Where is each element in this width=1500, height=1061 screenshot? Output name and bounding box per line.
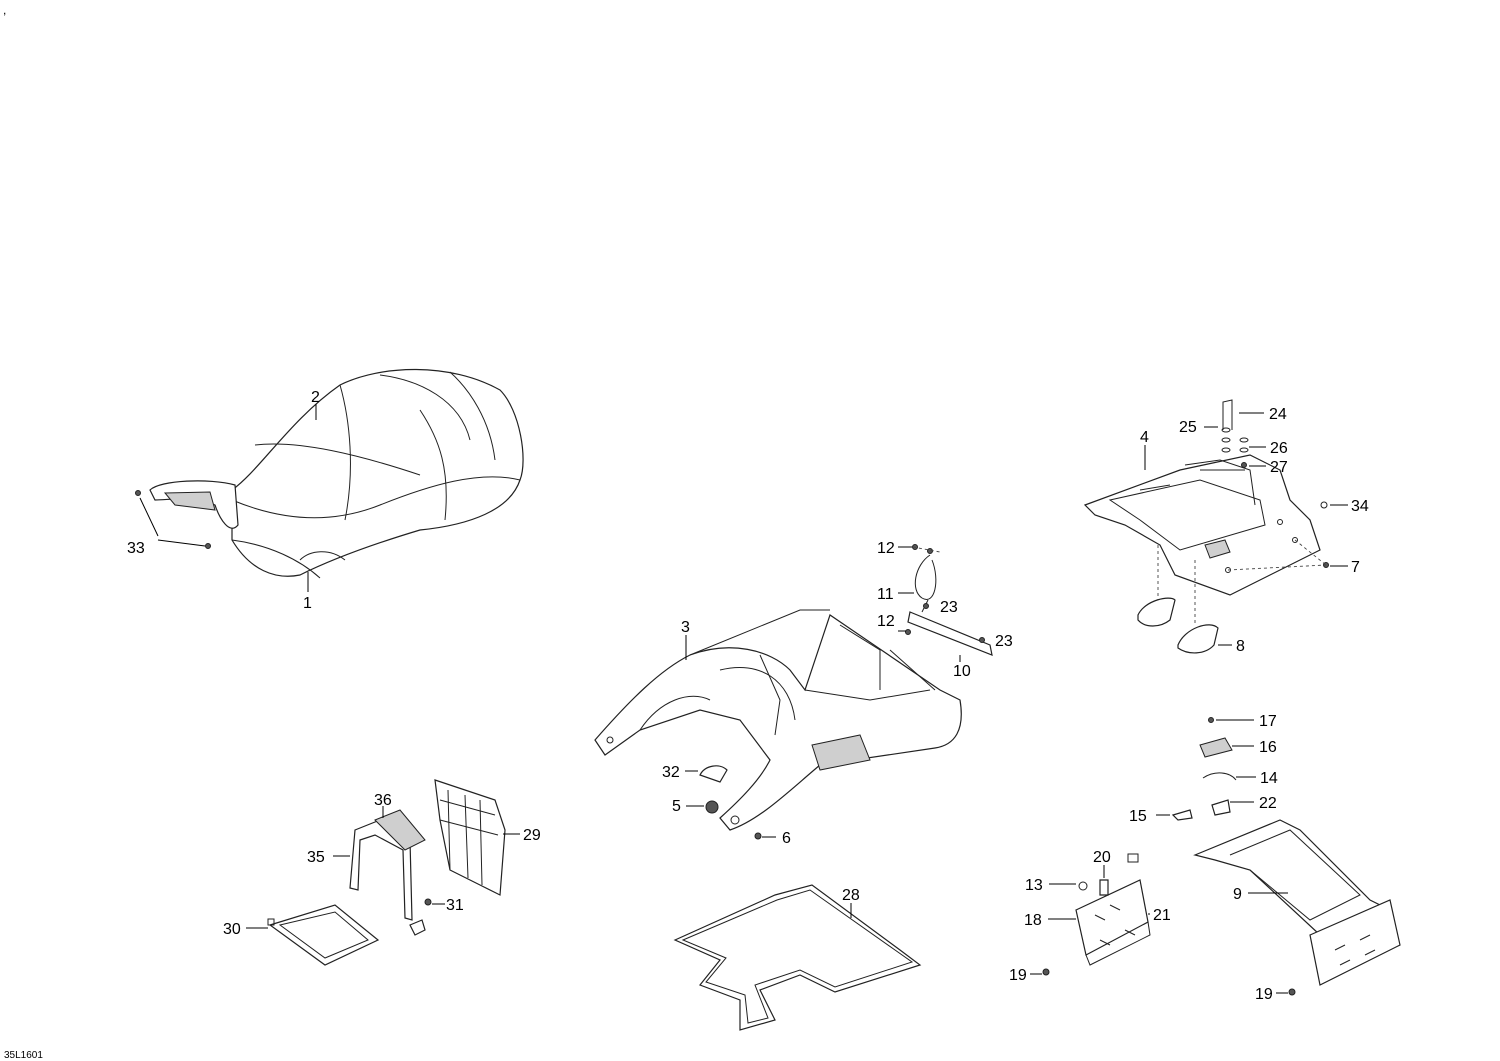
callout-12: 12 <box>877 613 895 630</box>
callout-2: 2 <box>311 389 320 406</box>
callout-5: 5 <box>672 798 681 815</box>
battery-box-assembly <box>267 779 506 966</box>
screw-icon <box>927 548 933 554</box>
callout-29: 29 <box>523 827 541 844</box>
callout-16: 16 <box>1259 739 1277 756</box>
callout-26: 26 <box>1270 440 1288 457</box>
callout-32: 32 <box>662 764 680 781</box>
grommet-icon <box>699 765 728 783</box>
nut-icon <box>1078 881 1088 891</box>
callout-13: 13 <box>1025 877 1043 894</box>
rear-body-assembly <box>594 609 962 840</box>
grommet-icon <box>1320 501 1328 509</box>
rear-rack-assembly <box>1083 399 1329 654</box>
block-icon <box>1211 799 1231 816</box>
strap-icon <box>374 809 426 851</box>
callout-30: 30 <box>223 921 241 938</box>
callout-9: 9 <box>1233 886 1242 903</box>
callout-10: 10 <box>953 663 971 680</box>
hitch-parts <box>1042 717 1401 996</box>
callout-24: 24 <box>1269 406 1287 423</box>
screw-icon <box>1042 968 1050 976</box>
callout-14: 14 <box>1260 770 1278 787</box>
latch-cable-assembly <box>905 544 993 656</box>
bracket-icon <box>1177 624 1219 654</box>
screw-icon <box>205 543 211 549</box>
screw-icon <box>1208 717 1214 723</box>
callout-23: 23 <box>940 599 958 616</box>
callout-7: 7 <box>1351 559 1360 576</box>
callout-19: 19 <box>1255 986 1273 1003</box>
callout-18: 18 <box>1024 912 1042 929</box>
seat-assembly <box>135 368 524 579</box>
callout-21: 21 <box>1153 907 1171 924</box>
plate-icon <box>1199 737 1233 758</box>
callout-3: 3 <box>681 619 690 636</box>
callout-12: 12 <box>877 540 895 557</box>
callout-labels: 1 2 3 4 5 6 7 8 9 10 11 12 12 13 14 15 1… <box>127 389 1369 1003</box>
callout-35: 35 <box>307 849 325 866</box>
floor-mat <box>673 884 922 1031</box>
callout-11: 11 <box>877 586 894 603</box>
bumper-icon <box>705 800 719 814</box>
nut-icon <box>1127 853 1139 863</box>
nut-icon <box>979 637 985 643</box>
drawing-code: 35L1601 <box>4 1050 43 1061</box>
callout-33: 33 <box>127 540 145 557</box>
callout-15: 15 <box>1129 808 1147 825</box>
callout-17: 17 <box>1259 713 1277 730</box>
callout-8: 8 <box>1236 638 1245 655</box>
bolt-icon <box>1099 879 1109 896</box>
callout-31: 31 <box>446 897 464 914</box>
callout-34: 34 <box>1351 498 1369 515</box>
callout-22: 22 <box>1259 795 1277 812</box>
callout-25: 25 <box>1179 419 1197 436</box>
clip-icon <box>1171 809 1193 821</box>
callout-36: 36 <box>374 792 392 809</box>
screw-icon <box>424 898 432 906</box>
callout-20: 20 <box>1093 849 1111 866</box>
screw-icon <box>905 629 911 635</box>
screw-icon <box>754 832 762 840</box>
callout-19: 19 <box>1009 967 1027 984</box>
nut-icon <box>1241 462 1247 468</box>
screw-icon <box>1288 988 1296 996</box>
screw-icon <box>135 490 141 496</box>
callout-28: 28 <box>842 887 860 904</box>
callout-1: 1 <box>303 595 312 612</box>
callout-4: 4 <box>1140 429 1149 446</box>
callout-6: 6 <box>782 830 791 847</box>
callout-23: 23 <box>995 633 1013 650</box>
bracket-icon <box>1137 597 1176 627</box>
nut-icon <box>923 603 929 609</box>
callout-27: 27 <box>1270 459 1288 476</box>
corner-mark: , <box>3 3 6 17</box>
